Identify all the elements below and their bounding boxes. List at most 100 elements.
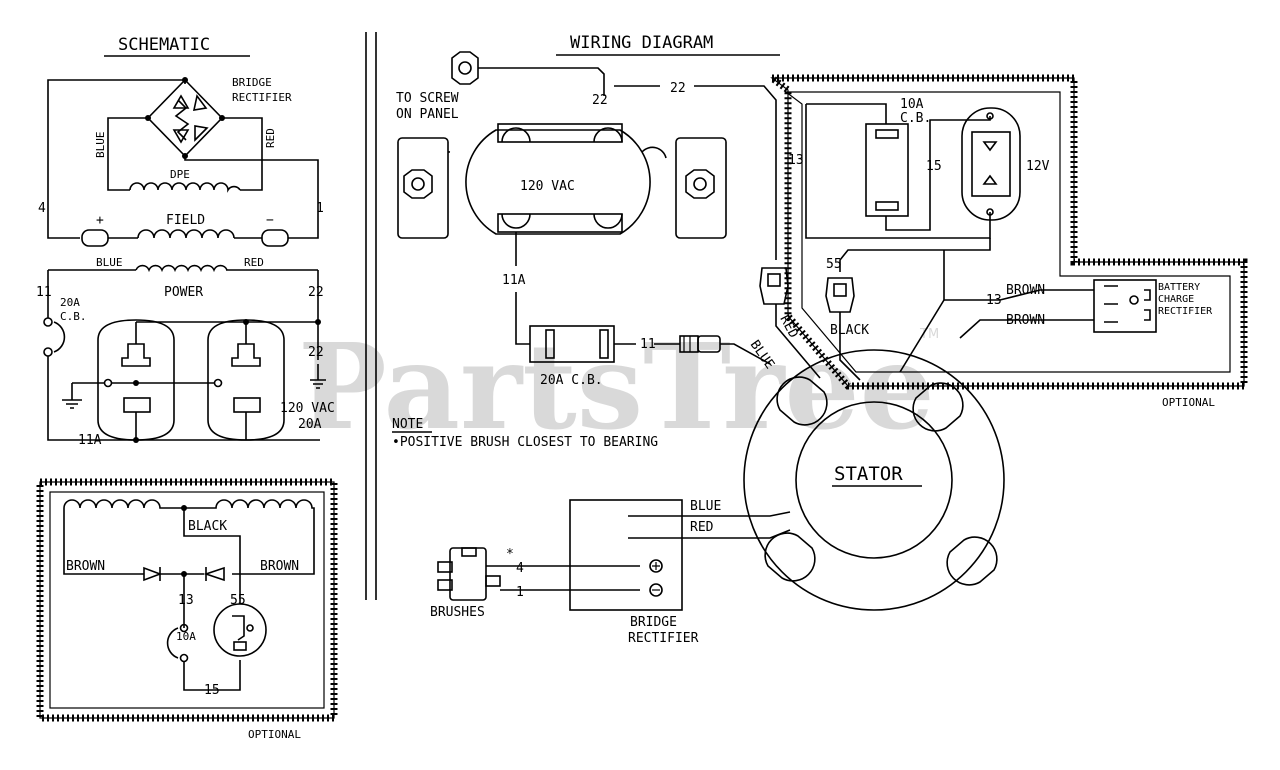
wire-15-label: 15 <box>926 159 942 174</box>
watermark-tm: TM <box>919 327 939 342</box>
rectifier-label: RECTIFIER <box>232 91 292 104</box>
wire-11a-label: 11A <box>78 433 102 448</box>
optional-label: OPTIONAL <box>248 728 301 741</box>
wiring-title: WIRING DIAGRAM <box>570 33 713 53</box>
note-text: •POSITIVE BRUSH CLOSEST TO BEARING <box>392 435 658 450</box>
optional-coil-left <box>63 499 184 509</box>
brush-star: * <box>506 547 514 562</box>
wire-4-label: 4 <box>38 201 46 216</box>
vac-label: 120 VAC <box>280 401 335 416</box>
stator-label: STATOR <box>834 463 903 485</box>
wire-blue <box>107 117 148 191</box>
bridge-label: BRIDGE <box>232 76 272 89</box>
wire-55-label: 55 <box>826 257 842 272</box>
bcr-rectifier-label: RECTIFIER <box>1158 306 1213 317</box>
power-label: POWER <box>164 285 203 300</box>
amps-label: 20A <box>298 417 322 432</box>
cb-20a-terminal-top <box>43 317 53 327</box>
cb-10a-cb-label: C.B. <box>900 111 931 126</box>
ground-symbol-left <box>62 383 82 409</box>
wire-13-label: 13 <box>788 153 804 168</box>
optional-enclosure-right <box>761 74 1248 390</box>
receptacle-120vac <box>397 123 727 239</box>
wire-red <box>222 117 263 191</box>
receptacle-right <box>207 319 285 441</box>
cb-20a-label: 20A C.B. <box>540 373 603 388</box>
brush-1-label: 1 <box>516 585 524 600</box>
wire-11a-label: 11A <box>502 273 526 288</box>
diode-left <box>143 566 163 582</box>
rect-blue-label: BLUE <box>690 499 721 514</box>
brown-1-label: BROWN <box>1006 283 1045 298</box>
on-panel-label: ON PANEL <box>396 107 459 122</box>
brush-plus <box>81 229 109 247</box>
optional-cb-arc <box>166 627 179 659</box>
bridge-label: BRIDGE <box>630 615 677 630</box>
wire-11-label: 11 <box>640 337 656 352</box>
wire-1 <box>184 156 319 239</box>
optional-box: BLACK BROWN BROWN 13 55 10A 15 OPTIONAL <box>36 478 338 741</box>
battery-label: 12V <box>1026 159 1050 174</box>
optional-brown-left: BROWN <box>66 559 105 574</box>
bridge-rectifier-box <box>569 499 683 611</box>
brushes-label: BRUSHES <box>430 605 485 620</box>
cb-20a-label: 20A <box>60 296 80 309</box>
connector-55 <box>825 277 855 313</box>
cb-10a <box>865 123 909 217</box>
receptacle-vac-label: 120 VAC <box>520 179 575 194</box>
power-red-label: RED <box>244 256 264 269</box>
battery-charge-rectifier <box>1093 279 1157 333</box>
cb-20a-arc <box>53 321 66 353</box>
optional-coil-right <box>184 499 315 575</box>
wire-4 <box>47 79 186 239</box>
brush-4-label: 4 <box>516 561 524 576</box>
dpe-coil <box>129 182 241 193</box>
brown-2-label: BROWN <box>1006 313 1045 328</box>
brush-minus <box>261 229 289 247</box>
bcr-battery-label: BATTERY <box>1158 282 1200 293</box>
wire-22-label: 22 <box>308 285 324 300</box>
to-screw-label: TO SCREW <box>396 91 459 106</box>
red-label: RED <box>264 128 277 148</box>
optional-receptacle <box>213 603 267 657</box>
field-coil <box>137 229 235 239</box>
ground-symbol-right <box>310 364 326 389</box>
note-title: NOTE <box>392 417 423 432</box>
cb-10a-label: 10A <box>900 97 924 112</box>
battery-12v <box>961 107 1021 221</box>
field-label: FIELD <box>166 213 205 228</box>
receptacle-left <box>97 319 175 441</box>
cb-label: C.B. <box>60 310 87 323</box>
optional-cb-10a: 10A <box>176 630 196 643</box>
optional-wire-15: 15 <box>204 683 220 698</box>
power-coil <box>135 264 228 273</box>
power-blue-label: BLUE <box>96 256 123 269</box>
schematic-title: SCHEMATIC <box>118 35 210 55</box>
plus-label: + <box>96 213 104 228</box>
bridge-rectifier-symbol <box>145 77 225 159</box>
minus-label: − <box>266 213 274 228</box>
schematic-section: SCHEMATIC BRIDGE RECTIFIER BLUE RED DPE … <box>36 35 335 448</box>
dpe-label: DPE <box>170 168 190 181</box>
rect-red-label: RED <box>690 520 714 535</box>
wire-22b-label: 22 <box>308 345 324 360</box>
optional-wire-13: 13 <box>178 593 194 608</box>
wire-22b-label: 22 <box>670 81 686 96</box>
wire-13b-label: 13 <box>986 293 1002 308</box>
wire-1-label: 1 <box>316 201 324 216</box>
diode-right <box>203 566 225 582</box>
optional-brown-right: BROWN <box>260 559 299 574</box>
cb-20a-terminal-bottom <box>43 347 53 357</box>
blue-label: BLUE <box>94 132 107 159</box>
brushes <box>437 547 501 601</box>
optional-black-label: BLACK <box>188 519 227 534</box>
wire-22a-label: 22 <box>592 93 608 108</box>
connector-22 <box>759 267 789 305</box>
black-label: BLACK <box>830 323 869 338</box>
wire-11-label: 11 <box>36 285 52 300</box>
bcr-charge-label: CHARGE <box>1158 294 1194 305</box>
optional-right-label: OPTIONAL <box>1162 396 1215 409</box>
screw-nut <box>451 51 479 85</box>
